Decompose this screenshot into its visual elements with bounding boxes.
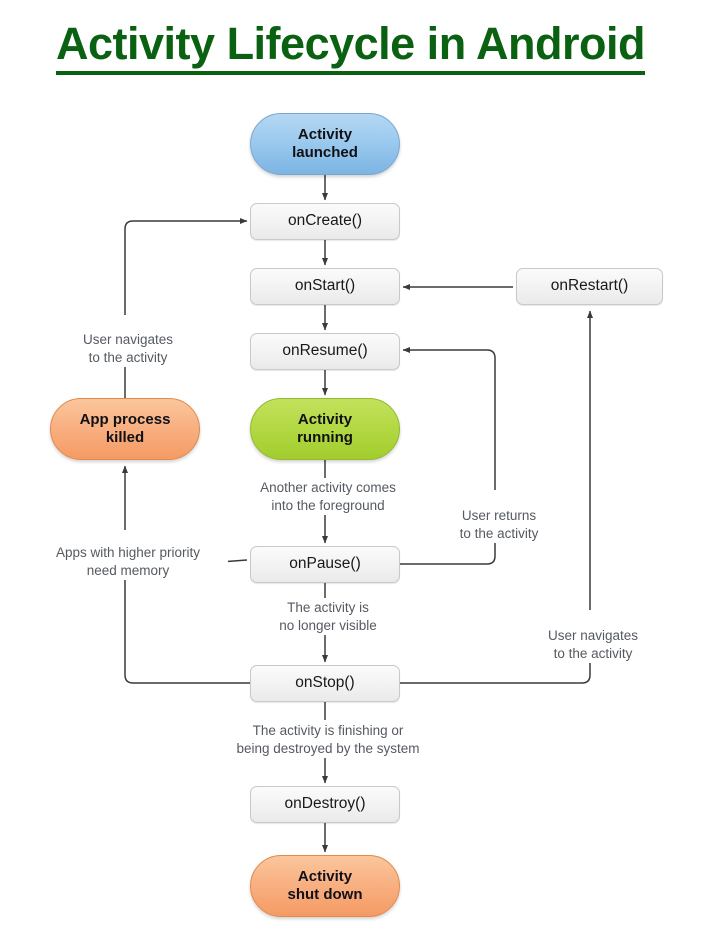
node-activity-running[interactable]: Activity running	[250, 398, 400, 460]
page-title-text: Activity Lifecycle in Android	[56, 18, 645, 75]
edge-label-no-longer-visible: The activity is no longer visible	[245, 599, 411, 636]
edge-label-user-returns: User returns to the activity	[429, 507, 569, 544]
node-onresume[interactable]: onResume()	[250, 333, 400, 370]
node-label-onrestart: onRestart()	[550, 277, 629, 295]
node-label-oncreate: onCreate()	[287, 212, 363, 230]
node-app-process-killed[interactable]: App process killed	[50, 398, 200, 460]
edge-label-another-activity: Another activity comes into the foregrou…	[225, 479, 431, 516]
node-onstart[interactable]: onStart()	[250, 268, 400, 305]
edge-label-user-navigates-right: User navigates to the activity	[521, 627, 665, 664]
edge-onpause-onresume	[400, 530, 496, 565]
node-label-activity-launched: Activity launched	[292, 126, 358, 161]
edge-onstop-killed	[124, 560, 250, 684]
edge-killed-oncreate-b	[124, 217, 248, 315]
edge-onstop-onrestart	[400, 650, 591, 684]
node-label-onstart: onStart()	[294, 277, 356, 295]
edge-label-user-navigates-left: User navigates to the activity	[35, 331, 221, 368]
node-onstop[interactable]: onStop()	[250, 665, 400, 702]
edge-label-apps-higher-priority: Apps with higher priority need memory	[28, 544, 228, 581]
node-ondestroy[interactable]: onDestroy()	[250, 786, 400, 823]
edge-label-finishing-or-destroyed: The activity is finishing or being destr…	[205, 722, 451, 759]
node-label-app-process-killed: App process killed	[79, 411, 171, 446]
node-label-ondestroy: onDestroy()	[284, 795, 366, 813]
node-onrestart[interactable]: onRestart()	[516, 268, 663, 305]
node-label-activity-running: Activity running	[297, 411, 353, 446]
node-activity-launched[interactable]: Activity launched	[250, 113, 400, 175]
node-label-activity-shut-down: Activity shut down	[287, 868, 363, 903]
node-activity-shut-down[interactable]: Activity shut down	[250, 855, 400, 917]
node-label-onpause: onPause()	[289, 555, 361, 573]
node-label-onstop: onStop()	[295, 674, 355, 692]
node-onpause[interactable]: onPause()	[250, 546, 400, 583]
node-label-onresume: onResume()	[282, 342, 368, 360]
page-title: Activity Lifecycle in Android	[0, 18, 701, 75]
edge-onpause-onresume-top	[402, 346, 496, 490]
node-oncreate[interactable]: onCreate()	[250, 203, 400, 240]
